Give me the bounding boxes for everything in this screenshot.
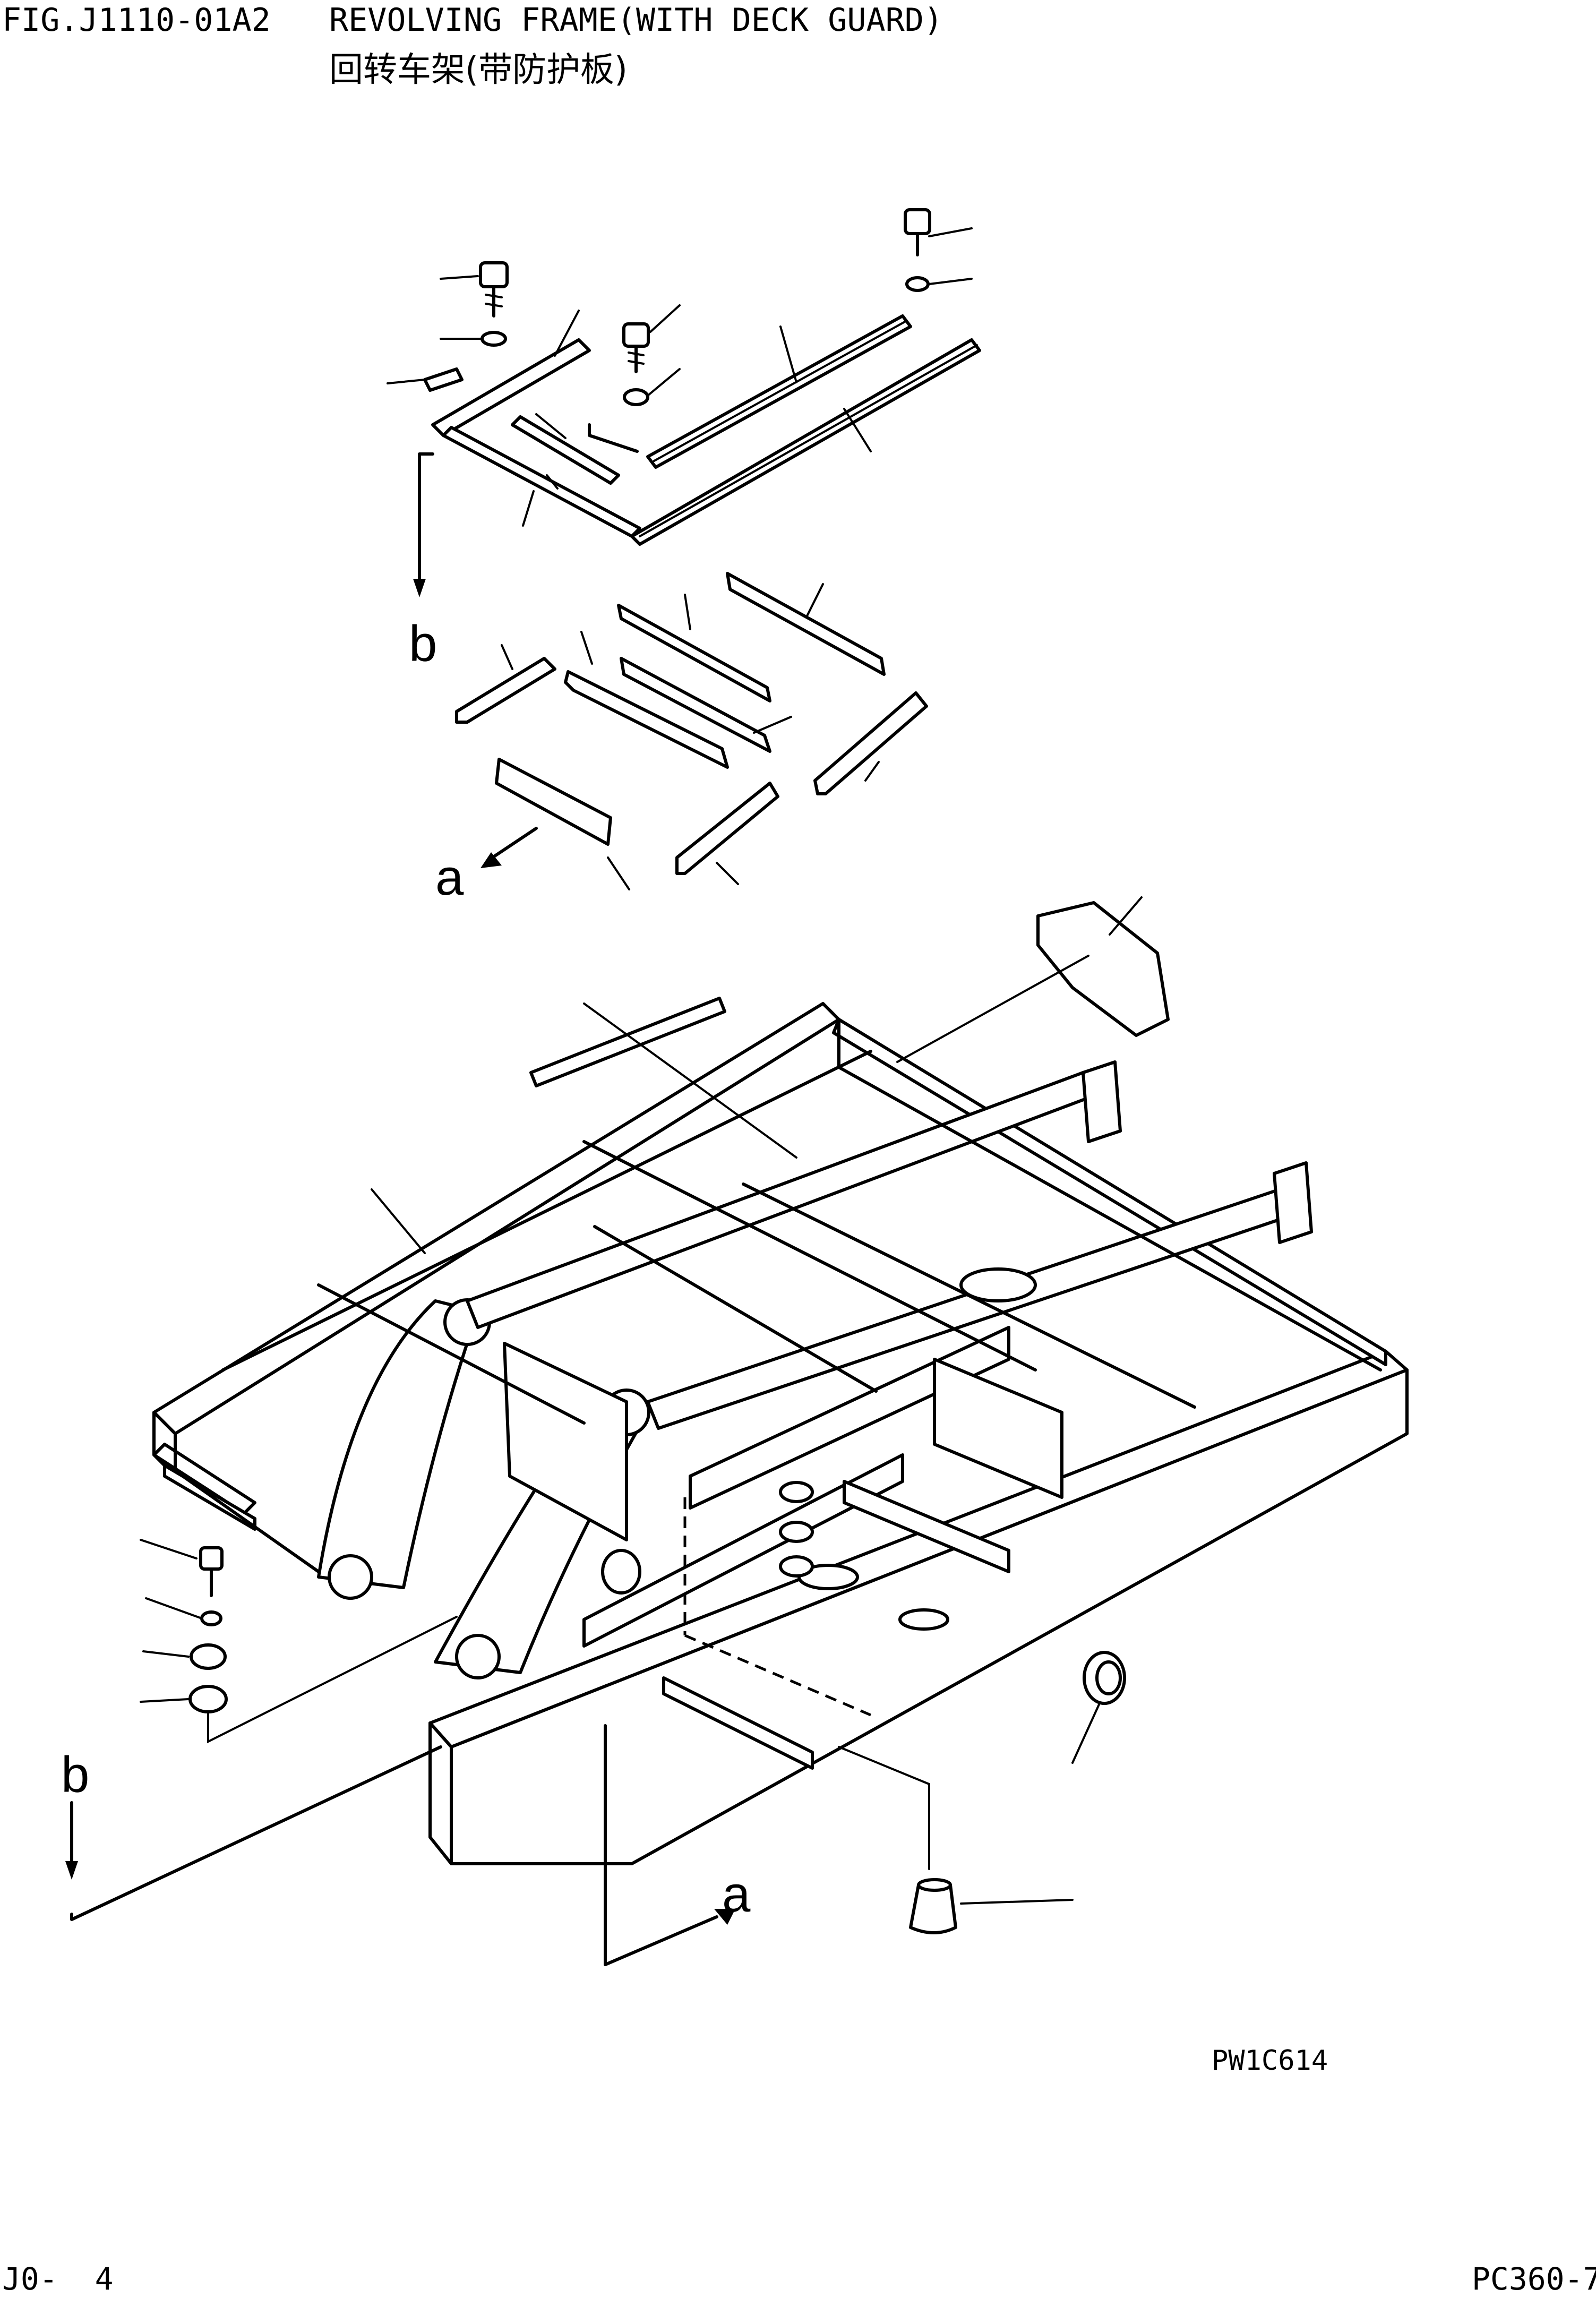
- ref-label-b-lower: b: [61, 1746, 89, 1803]
- machine-model: PC360-7: [1472, 2261, 1596, 2297]
- leader-lines-frame: [371, 896, 1143, 1254]
- title-chinese: 回转车架(带防护板): [329, 50, 628, 90]
- leader-lines-pads: [501, 583, 880, 890]
- revolving-frame: [152, 1002, 1409, 1865]
- drawing-code: PW1C614: [1212, 2045, 1328, 2077]
- page-number: J0- 4: [2, 2261, 114, 2297]
- ref-label-b-upper: b: [409, 615, 437, 672]
- deck-guard-plates: [423, 314, 981, 546]
- bolts-upper: [479, 208, 931, 406]
- ref-label-a-upper: a: [435, 849, 464, 906]
- ref-label-a-lower: a: [722, 1866, 751, 1923]
- figure-id: FIG.J1110-01A2: [2, 2, 271, 39]
- rubber-pads: [455, 572, 928, 875]
- title-english: REVOLVING FRAME(WITH DECK GUARD): [329, 2, 943, 39]
- bolts-lower: [140, 1539, 458, 1744]
- leader-lines-upper: [387, 227, 973, 527]
